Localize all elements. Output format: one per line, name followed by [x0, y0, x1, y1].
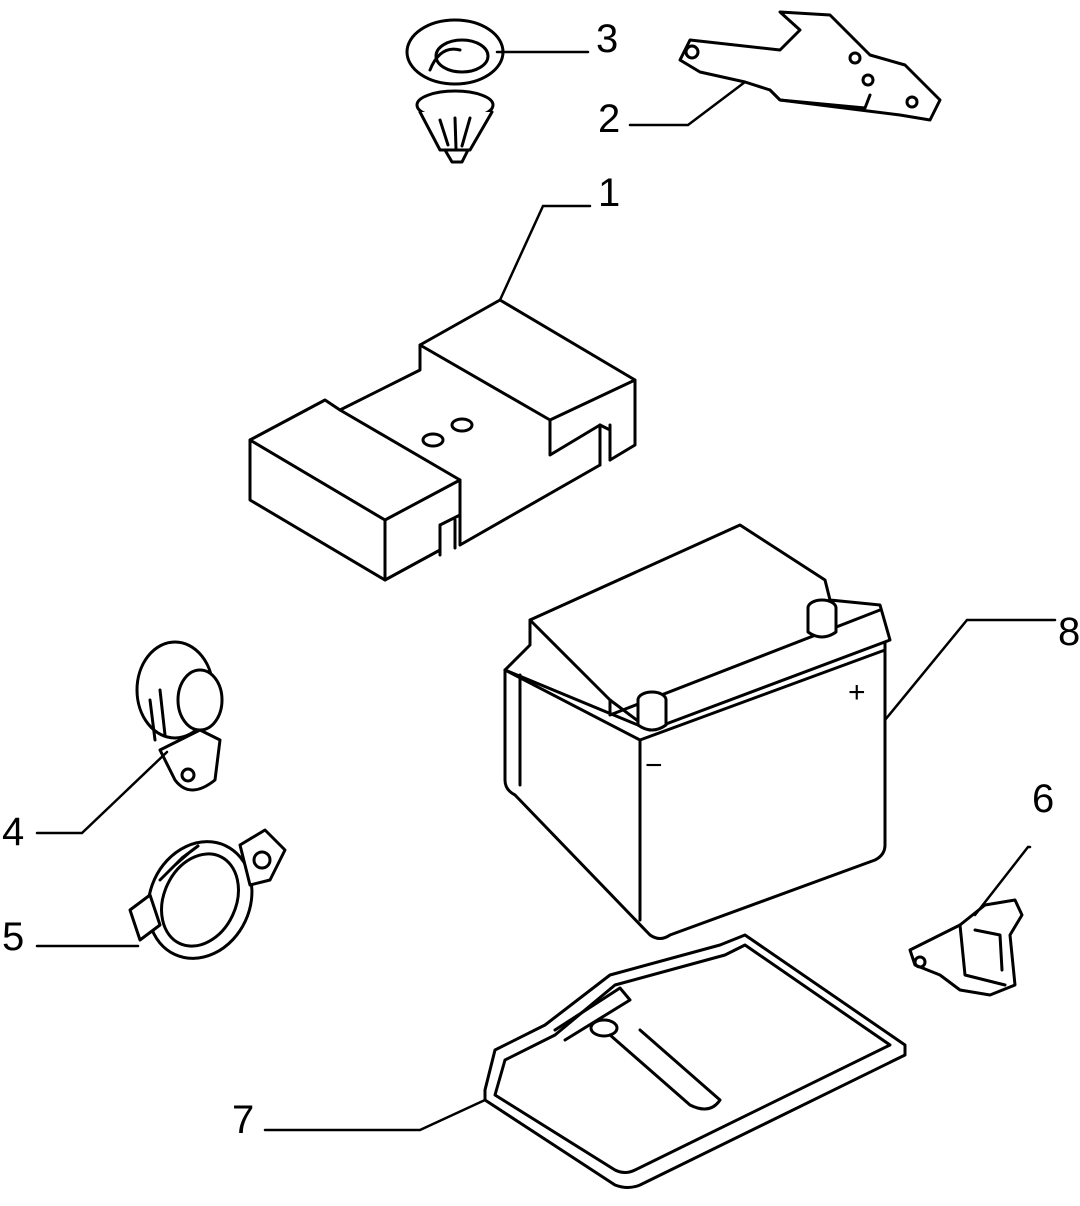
battery-plus-symbol: +	[848, 676, 866, 709]
battery-minus-symbol: −	[645, 749, 663, 782]
callout-4: 4	[2, 810, 24, 854]
part-2-bracket	[678, 10, 942, 122]
callout-3: 3	[596, 17, 618, 61]
callout-8: 8	[1058, 610, 1080, 654]
leader-line-2	[628, 80, 747, 127]
callout-1: 1	[598, 171, 620, 215]
callout-2: 2	[598, 97, 620, 141]
leader-line-8	[883, 618, 1057, 722]
part-3-plug	[405, 18, 505, 164]
callout-7: 7	[232, 1098, 254, 1142]
leader-line-6	[973, 845, 1032, 917]
part-6-small-bracket	[908, 898, 1024, 997]
part-7-battery-tray	[483, 933, 907, 1189]
callout-6: 6	[1032, 777, 1054, 821]
leader-line-4	[35, 750, 169, 835]
part-4-cable-clip	[135, 640, 224, 792]
leader-line-1	[498, 204, 592, 302]
part-1-cover-block	[248, 298, 637, 582]
part-8-battery: + −	[503, 523, 892, 940]
callout-5: 5	[2, 915, 24, 959]
part-5-hose-clamp	[128, 828, 287, 960]
leader-line-7	[263, 1098, 487, 1132]
